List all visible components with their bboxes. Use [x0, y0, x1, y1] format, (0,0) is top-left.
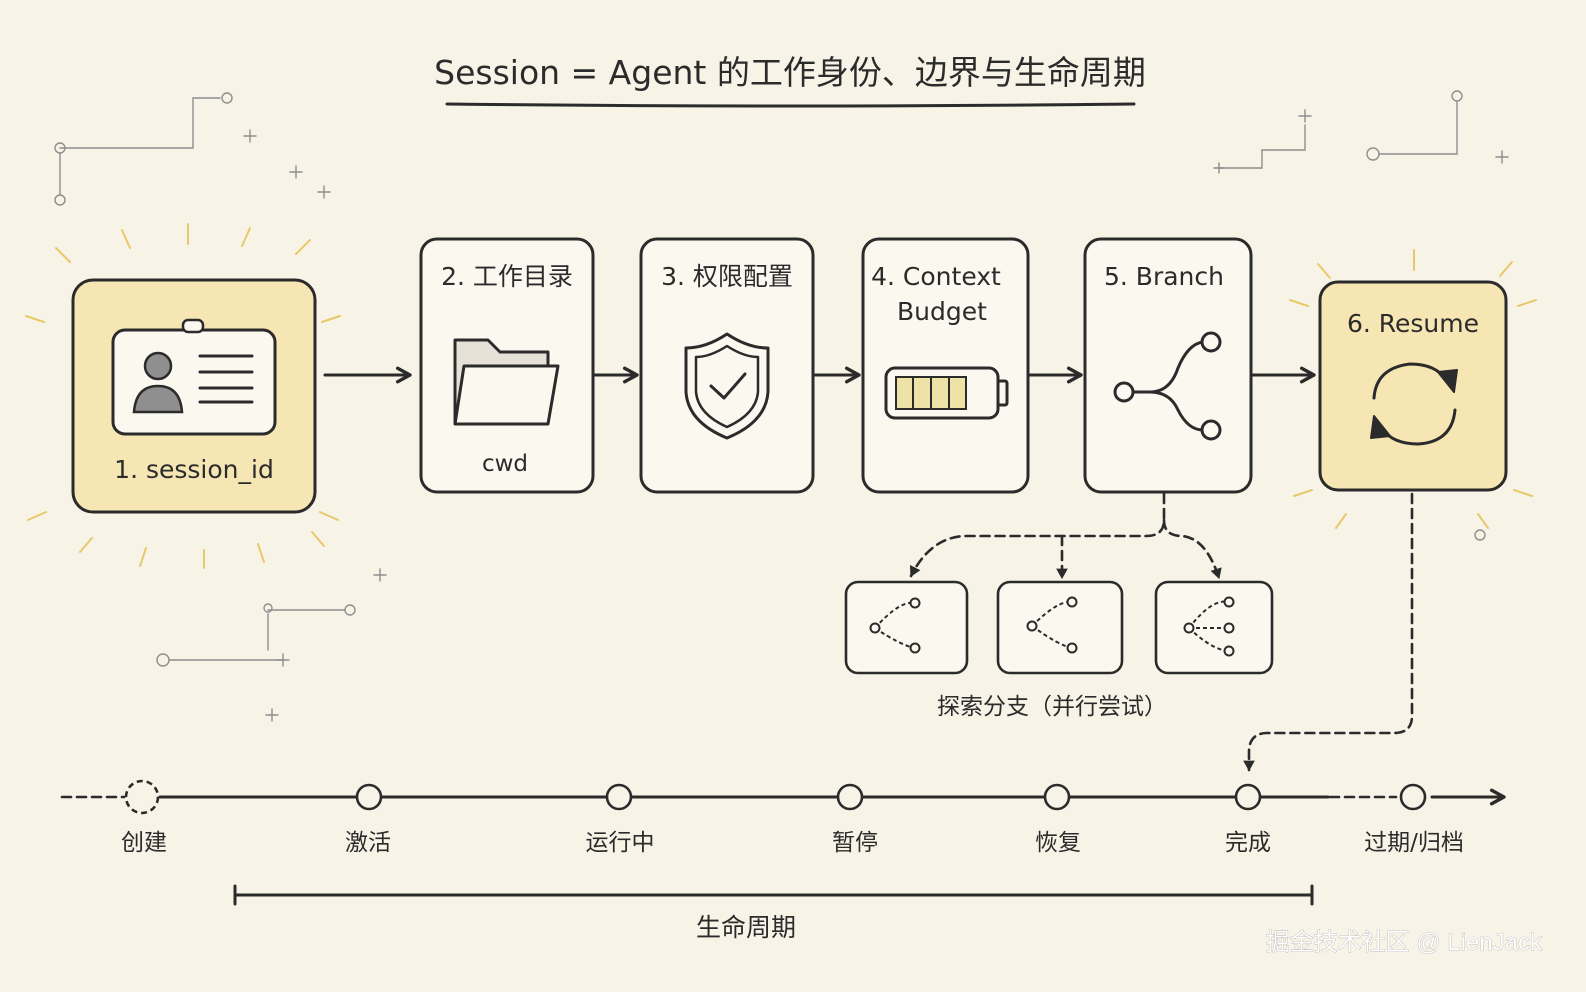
watermark: 掘金技术社区 @ LienJack [1266, 929, 1543, 956]
branch-caption: 探索分支（并行尝试） [937, 694, 1167, 720]
title-underline [445, 102, 1136, 108]
timeline-stage-label: 恢复 [1035, 830, 1081, 856]
timeline [60, 779, 1506, 815]
branch-connectors [909, 492, 1222, 580]
lifecycle-label: 生命周期 [696, 913, 796, 942]
timeline-stage-label: 创建 [121, 830, 167, 856]
step-label-permissions: 3. 权限配置 [661, 262, 793, 291]
step-label-context-line1: 4. Context [871, 262, 1001, 291]
id-card-icon [111, 318, 277, 436]
refresh-icon [1370, 362, 1458, 446]
resume-connector [1243, 492, 1414, 772]
page-title: Session = Agent 的工作身份、边界与生命周期 [434, 53, 1146, 92]
step-label-resume: 6. Resume [1347, 309, 1479, 338]
step-label-branch: 5. Branch [1104, 262, 1224, 291]
timeline-node [1043, 783, 1071, 811]
timeline-stage-label: 激活 [345, 830, 391, 856]
timeline-node [355, 783, 383, 811]
timeline-stage-label: 运行中 [586, 830, 655, 856]
decorative-doodles [54, 90, 1509, 722]
sub-branch-box [844, 580, 969, 675]
lifecycle-bracket [233, 884, 1314, 906]
timeline-stage-label: 完成 [1225, 830, 1271, 856]
timeline-node-created [124, 779, 160, 815]
battery-icon [884, 366, 1009, 420]
shield-check-icon [684, 332, 770, 440]
timeline-node [836, 783, 864, 811]
timeline-node [1234, 783, 1262, 811]
glow-rays [25, 223, 1537, 569]
step-sublabel-cwd: cwd [482, 451, 528, 477]
step-label-cwd: 2. 工作目录 [441, 262, 573, 291]
step-label-session-id: 1. session_id [114, 455, 274, 484]
step-box-context-budget [861, 237, 1030, 494]
timeline-node [1399, 783, 1427, 811]
sub-branch-box [996, 580, 1124, 675]
timeline-stage-label: 暂停 [832, 830, 878, 856]
step-box-resume [1318, 280, 1508, 492]
timeline-node [605, 783, 633, 811]
timeline-stage-label: 过期/归档 [1364, 830, 1464, 856]
folder-icon [453, 338, 560, 426]
sub-branch-box [1154, 580, 1274, 675]
branch-icon [1113, 331, 1222, 441]
step-label-context-line2: Budget [897, 297, 987, 326]
